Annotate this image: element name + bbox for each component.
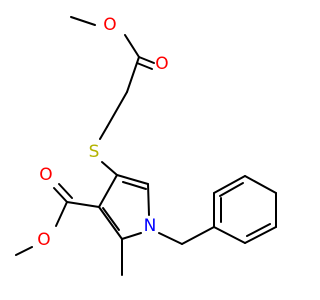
bond-n-c2 xyxy=(121,232,142,240)
bond-lines xyxy=(15,16,277,276)
bond-ph-1-2 xyxy=(213,226,246,244)
bond-c3-ccarbonyl-left xyxy=(66,201,100,208)
atom-n-pyrrole: N xyxy=(144,216,157,236)
bond-c2-c3-inner xyxy=(102,207,120,231)
bond-o-ccarbonyl-top xyxy=(124,34,140,58)
bond-ph-inner-b xyxy=(219,182,244,197)
bond-c4-c5-inner xyxy=(122,181,147,190)
bond-c3-c4 xyxy=(98,174,118,208)
bond-ccarbonyl-ch2 xyxy=(126,56,140,93)
atom-o-carbonyl-left: O xyxy=(39,165,52,185)
bond-c-o-double-top-a xyxy=(138,56,155,64)
bond-s-c4 xyxy=(101,161,118,176)
bond-c5-n xyxy=(147,183,150,216)
bond-ph-5-6 xyxy=(213,175,246,194)
bond-n-ch2-benzyl xyxy=(158,232,183,245)
bond-ch2-ch2 xyxy=(106,91,128,128)
bond-ccarbonyl-o-left xyxy=(55,201,68,227)
atom-o-carbonyl-top: O xyxy=(155,54,168,74)
bond-ch2-phenyl xyxy=(181,226,215,245)
atom-labels: O O S O O N xyxy=(37,15,168,250)
bond-ph-inner-a xyxy=(246,223,271,237)
bond-o-methyl-left xyxy=(15,246,33,256)
bond-ph-4-5 xyxy=(244,175,277,194)
bond-c4-c5 xyxy=(116,174,149,185)
atom-o-ester-left: O xyxy=(37,230,50,250)
bond-c-o-double-top-b xyxy=(136,62,153,70)
molecule-structure: O O S O O N xyxy=(15,15,277,276)
atom-s-thioether: S xyxy=(89,142,100,162)
bond-c2-c3 xyxy=(98,206,123,240)
bond-c-o-double-left-b xyxy=(58,183,73,199)
bond-methyl-o-top xyxy=(70,16,96,26)
bond-ch2-s xyxy=(99,126,108,140)
bond-ph-2-3 xyxy=(244,226,277,244)
atom-o-ester-top: O xyxy=(103,15,116,35)
bond-c-o-double-left-a xyxy=(53,187,68,203)
